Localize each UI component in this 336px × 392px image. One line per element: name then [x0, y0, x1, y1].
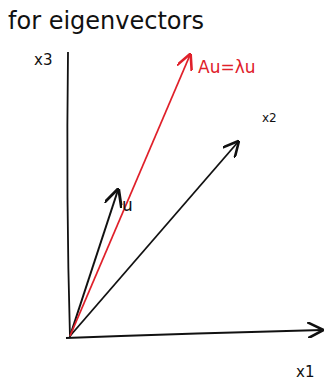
vector-label: Au=λu: [198, 58, 255, 77]
title: for eigenvectors: [8, 8, 204, 34]
vector-arrow: [70, 142, 238, 336]
axis-label: x3: [34, 52, 52, 69]
eigenvector-arrow: [70, 190, 118, 336]
axis-label: x1: [296, 364, 314, 381]
vector-label: u: [122, 196, 133, 215]
scaled-eigenvector-arrow: [70, 55, 190, 336]
horizontal-axis: [66, 330, 322, 338]
vector-label: x2: [262, 112, 277, 125]
vertical-axis: [67, 52, 70, 338]
